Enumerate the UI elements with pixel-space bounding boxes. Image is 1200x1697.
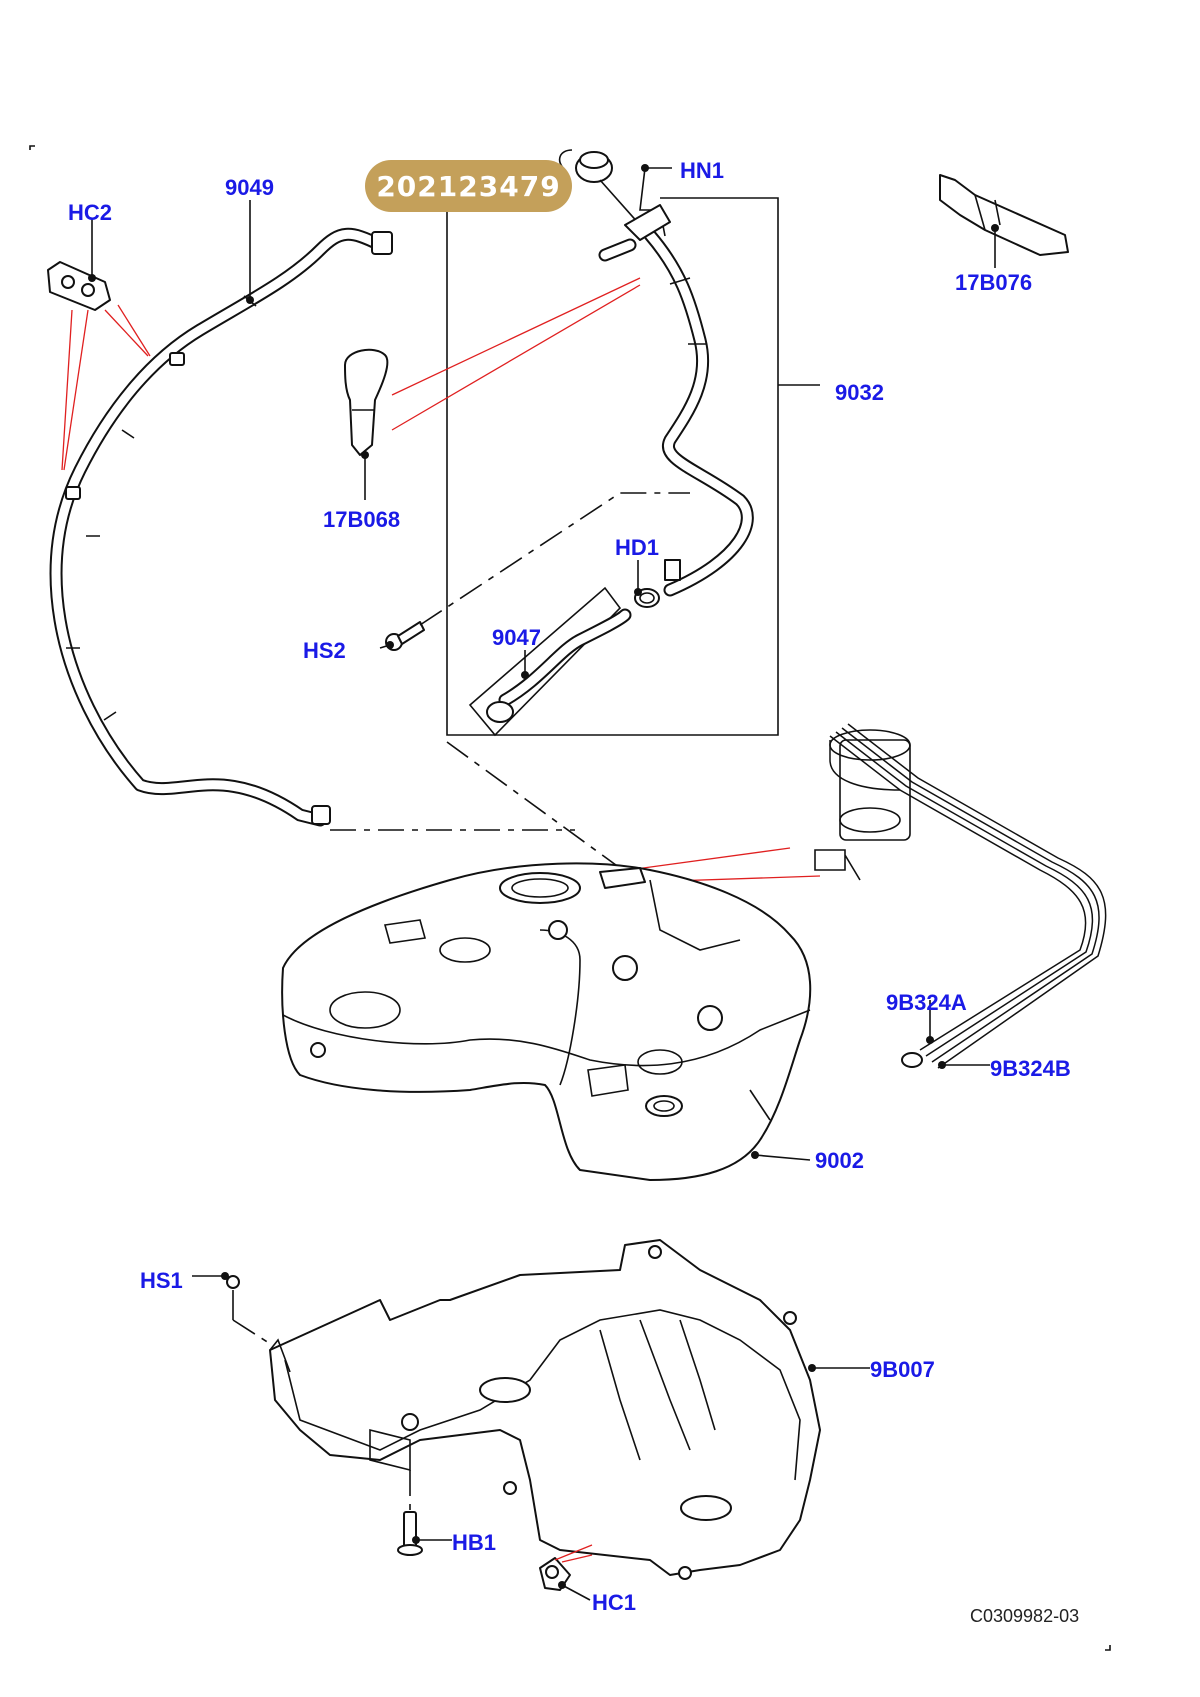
heat-shield-9b007: [269, 1239, 870, 1580]
assembly-box-9032: [446, 197, 779, 736]
callout-9b324b[interactable]: 9B324B: [990, 1056, 1071, 1081]
clip-hc2: [47, 218, 111, 311]
filler-pipe-9032: [598, 204, 754, 597]
callout-9049[interactable]: 9049: [225, 175, 274, 200]
callout-9047[interactable]: 9047: [492, 625, 541, 650]
fuel-tank-9002: [281, 862, 812, 1181]
bracket-17b076: [939, 174, 1069, 268]
callout-17b068[interactable]: 17B068: [323, 507, 401, 532]
callout-9032[interactable]: 9032: [835, 380, 884, 405]
crop-mark-top-left: [29, 145, 35, 150]
connecting-hose-9047: [468, 586, 632, 737]
funnel-leader-red-1: [391, 277, 641, 396]
dash-box-to-tank: [446, 741, 621, 869]
callout-hs1[interactable]: HS1: [140, 1268, 183, 1293]
fuel-pump-module: [814, 729, 911, 881]
callout-hc1[interactable]: HC1: [592, 1590, 637, 1615]
screw-hs2: [379, 621, 425, 651]
callout-hd1[interactable]: HD1: [615, 535, 660, 560]
fuel-lines-9b324: [829, 723, 1107, 1069]
funnel-leader-red-2: [391, 284, 641, 431]
screw-hs1: [192, 1272, 273, 1346]
callout-9002[interactable]: 9002: [815, 1148, 864, 1173]
callout-9b324a[interactable]: 9B324A: [886, 990, 967, 1015]
bolt-hb1: [397, 1470, 452, 1556]
callout-9b007[interactable]: 9B007: [870, 1357, 935, 1382]
callout-hc2[interactable]: HC2: [68, 200, 113, 225]
part-number-badge: 202123479: [365, 160, 572, 212]
hc2-leaders: [61, 304, 151, 471]
filler-funnel-17b068: [344, 348, 389, 500]
clip-hc1: [539, 1544, 593, 1601]
callout-hn1[interactable]: HN1: [680, 158, 725, 183]
callout-hb1[interactable]: HB1: [452, 1530, 497, 1555]
diagram-reference-code: C0309982-03: [970, 1606, 1080, 1626]
clamp-hd1: [634, 560, 660, 608]
callout-17b076[interactable]: 17B076: [955, 270, 1033, 295]
crop-mark-bottom-right: [1105, 1645, 1111, 1651]
callout-hs2[interactable]: HS2: [303, 638, 346, 663]
vent-hose-9049: [49, 227, 393, 827]
